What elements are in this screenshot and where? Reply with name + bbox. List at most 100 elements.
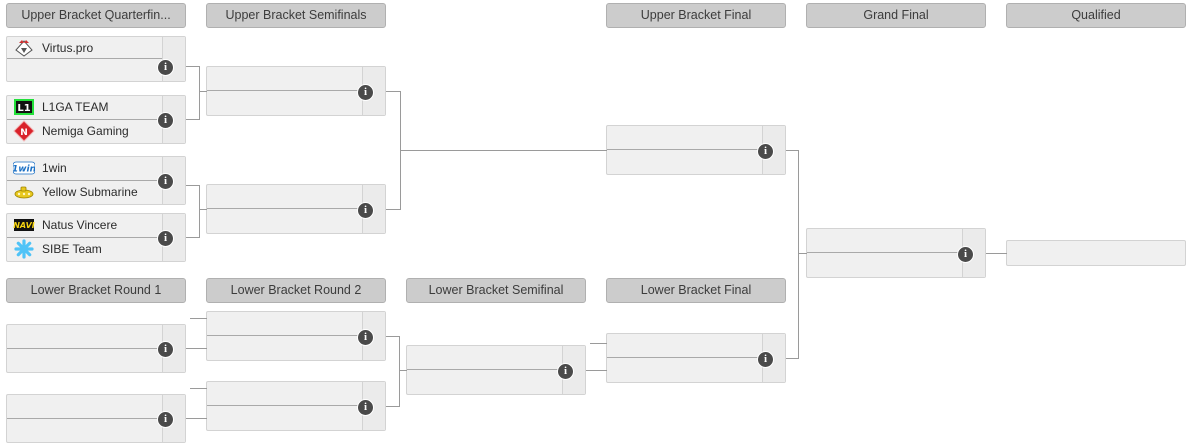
match-row[interactable]: Yellow Submarine xyxy=(7,181,185,205)
match-row[interactable]: Virtus.pro xyxy=(7,37,185,59)
virtuspro-logo xyxy=(13,37,35,58)
team-name: Natus Vincere xyxy=(42,218,118,233)
info-icon[interactable]: i xyxy=(957,246,974,263)
svg-text:1win: 1win xyxy=(13,165,35,175)
match-row[interactable] xyxy=(207,185,385,209)
info-icon[interactable]: i xyxy=(757,143,774,160)
match-row[interactable] xyxy=(207,67,385,91)
round-header-gf[interactable]: Grand Final xyxy=(806,3,986,28)
round-header-lb-f[interactable]: Lower Bracket Final xyxy=(606,278,786,303)
bracket-connector xyxy=(186,185,200,186)
bracket-connector xyxy=(786,150,799,151)
match-row[interactable] xyxy=(7,325,185,349)
bracket-connector xyxy=(399,336,400,370)
score-column xyxy=(363,312,385,360)
match-row[interactable]: 1win 1win xyxy=(7,157,185,181)
match-row[interactable] xyxy=(207,312,385,336)
bracket-connector xyxy=(986,253,1007,254)
bracket-connector xyxy=(399,370,407,371)
round-header-qual[interactable]: Qualified xyxy=(1006,3,1186,28)
bracket-connector xyxy=(199,91,207,92)
navi-logo: NAVI xyxy=(13,214,35,236)
team-name: SIBE Team xyxy=(42,242,102,257)
bracket-connector xyxy=(199,209,207,210)
match-row[interactable] xyxy=(7,395,185,419)
bracket-connector xyxy=(190,318,207,319)
info-icon[interactable]: i xyxy=(357,84,374,101)
match-box-lbr1-1[interactable] xyxy=(6,324,186,373)
match-box-ubsf-2[interactable] xyxy=(206,184,386,234)
match-box-gf-1[interactable] xyxy=(806,228,986,278)
svg-text:N: N xyxy=(20,128,28,138)
bracket-connector xyxy=(190,388,207,389)
bracket-connector xyxy=(386,336,400,337)
info-icon[interactable]: i xyxy=(157,341,174,358)
info-icon[interactable]: i xyxy=(157,411,174,428)
bracket-connector xyxy=(186,119,200,120)
match-row[interactable] xyxy=(807,229,985,253)
qualified-slot[interactable] xyxy=(1006,240,1186,266)
bracket-connector xyxy=(400,150,607,151)
match-row[interactable]: L1 L1GA TEAM xyxy=(7,96,185,120)
bracket-connector xyxy=(386,91,401,92)
round-header-lb-r1[interactable]: Lower Bracket Round 1 xyxy=(6,278,186,303)
match-row[interactable] xyxy=(407,346,585,370)
match-row[interactable]: SIBE Team xyxy=(7,238,185,262)
bracket-connector xyxy=(186,348,207,349)
round-header-ub-qf[interactable]: Upper Bracket Quarterfin... xyxy=(6,3,186,28)
team-name: L1GA TEAM xyxy=(42,100,109,115)
score-column xyxy=(963,229,985,277)
bracket-connector xyxy=(590,343,607,344)
round-header-ub-f[interactable]: Upper Bracket Final xyxy=(606,3,786,28)
match-row[interactable] xyxy=(607,126,785,150)
yellowsubmarine-logo xyxy=(13,181,35,203)
score-column xyxy=(763,126,785,174)
svg-text:L1: L1 xyxy=(17,103,30,114)
bracket-connector xyxy=(199,66,200,92)
match-box-lbsf-1[interactable] xyxy=(406,345,586,395)
bracket-connector xyxy=(186,418,207,419)
round-header-ub-sf[interactable]: Upper Bracket Semifinals xyxy=(206,3,386,28)
svg-text:NAVI: NAVI xyxy=(13,221,35,230)
info-icon[interactable]: i xyxy=(557,363,574,380)
score-column xyxy=(363,67,385,115)
info-icon[interactable]: i xyxy=(157,173,174,190)
l1ga-logo: L1 xyxy=(13,96,35,118)
match-row[interactable] xyxy=(607,334,785,358)
match-box-lbf-1[interactable] xyxy=(606,333,786,383)
info-icon[interactable]: i xyxy=(157,230,174,247)
info-icon[interactable]: i xyxy=(757,351,774,368)
team-name: 1win xyxy=(42,161,67,176)
match-box-ubf-1[interactable] xyxy=(606,125,786,175)
match-row[interactable]: NAVI Natus Vincere xyxy=(7,214,185,238)
bracket-connector xyxy=(399,370,400,407)
info-icon[interactable]: i xyxy=(357,329,374,346)
match-box-lbr2-1[interactable] xyxy=(206,311,386,361)
score-column xyxy=(163,96,185,143)
bracket-connector xyxy=(199,92,200,120)
bracket-connector xyxy=(186,66,200,67)
nemiga-logo: N xyxy=(13,120,35,142)
bracket-connector xyxy=(186,237,200,238)
info-icon[interactable]: i xyxy=(357,399,374,416)
bracket-connector xyxy=(586,370,607,371)
info-icon[interactable]: i xyxy=(157,112,174,129)
match-box-ubsf-1[interactable] xyxy=(206,66,386,116)
score-column xyxy=(363,185,385,233)
onewin-logo: 1win xyxy=(13,157,35,179)
match-box-lbr2-2[interactable] xyxy=(206,381,386,431)
match-row[interactable] xyxy=(207,382,385,406)
info-icon[interactable]: i xyxy=(157,59,174,76)
round-header-lb-r2[interactable]: Lower Bracket Round 2 xyxy=(206,278,386,303)
bracket-connector xyxy=(400,150,401,210)
round-header-lb-sf[interactable]: Lower Bracket Semifinal xyxy=(406,278,586,303)
match-box-ubqf-1[interactable]: Virtus.pro xyxy=(6,36,186,82)
match-box-lbr1-2[interactable] xyxy=(6,394,186,443)
info-icon[interactable]: i xyxy=(357,202,374,219)
bracket-connector xyxy=(199,185,200,209)
